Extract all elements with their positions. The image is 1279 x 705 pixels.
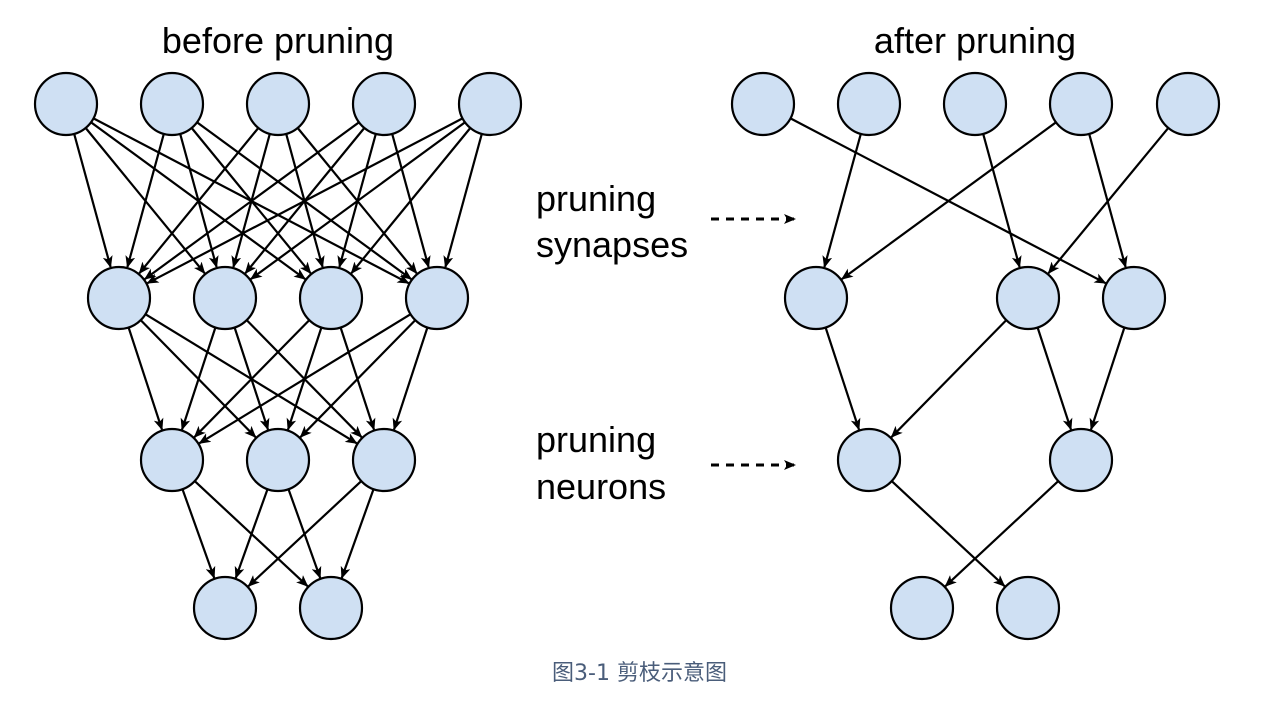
before-synapse-l0-n4-to-n2 [350,127,472,275]
before-synapse-l2-n0-to-n0 [181,488,216,579]
pruning-neurons-label-line2: neurons [536,466,666,507]
before-neuron-l0-n4 [457,71,523,137]
pruning-synapses-label-line2: synapses [536,224,688,265]
before-neuron-l0-n0 [33,71,99,137]
before-neuron-l2-n1 [245,427,311,493]
after-synapse-l1-n1-to-n1 [1036,327,1073,431]
before-neuron-l0-n1 [139,71,205,137]
after-synapse-l0-n3-to-n0 [840,121,1057,280]
after-neuron-l3-n0 [889,575,955,641]
before-synapse-l0-n4-to-n3 [443,133,483,269]
before-neuron-l0-n3 [351,71,417,137]
after-synapse-l0-n4-to-n1 [1047,127,1170,275]
before-neuron-l3-n0 [192,575,258,641]
before-synapse-l0-n1-to-n0 [125,133,165,269]
after-synapse-l1-n0-to-n0 [824,327,861,431]
after-neuron-l3-n1 [995,575,1061,641]
before-synapse-l0-n4-to-n0 [146,117,464,285]
before-synapse-l1-n1-to-n0 [180,327,217,431]
figure-caption: 图3-1 剪枝示意图 [552,661,727,686]
before-neuron-l3-n1 [298,575,364,641]
before-neuron-l2-n0 [139,427,205,493]
before-synapse-l1-n0-to-n0 [127,327,164,431]
before-synapse-l2-n2-to-n0 [247,480,363,588]
before-neuron-l1-n1 [192,265,258,331]
before-synapse-l1-n3-to-n2 [392,327,429,431]
before-synapse-l1-n3-to-n1 [299,319,417,438]
after-neuron-l0-n3 [1048,71,1114,137]
after-synapse-l0-n2-to-n1 [982,133,1022,269]
pruning-neurons-label-line1: pruning [536,419,656,460]
after-synapse-l2-n1-to-n0 [944,480,1060,588]
before-synapse-l0-n2-to-n0 [138,127,260,275]
after-neuron-l1-n0 [783,265,849,331]
before-pruning-title: before pruning [162,20,394,61]
before-synapse-l2-n1-to-n0 [234,488,269,579]
before-neuron-l1-n0 [86,265,152,331]
pruning-synapses-label-line1: pruning [536,178,656,219]
after-neuron-l0-n4 [1155,71,1221,137]
after-network-nodes [730,71,1221,641]
after-neuron-l0-n2 [942,71,1008,137]
before-synapse-l0-n3-to-n0 [143,121,360,280]
before-synapse-l1-n2-to-n0 [193,319,311,438]
before-neuron-l1-n2 [298,265,364,331]
after-network-edges [789,117,1170,588]
after-neuron-l0-n0 [730,71,796,137]
after-synapse-l0-n1-to-n0 [822,133,862,269]
after-neuron-l1-n1 [995,265,1061,331]
after-neuron-l2-n0 [836,427,902,493]
before-synapse-l0-n0-to-n0 [73,133,113,269]
before-neuron-l0-n2 [245,71,311,137]
after-synapse-l2-n0-to-n1 [890,480,1006,588]
before-synapse-l2-n2-to-n1 [340,488,375,579]
after-pruning-title: after pruning [874,20,1076,61]
after-synapse-l1-n1-to-n0 [890,319,1008,438]
before-neuron-l2-n2 [351,427,417,493]
after-neuron-l2-n1 [1048,427,1114,493]
after-synapse-l1-n2-to-n1 [1089,327,1126,431]
before-neuron-l1-n3 [404,265,470,331]
after-neuron-l0-n1 [836,71,902,137]
before-synapse-l0-n4-to-n1 [249,121,466,280]
before-synapse-l1-n3-to-n0 [198,313,412,445]
before-network-edges [73,117,483,588]
after-neuron-l1-n2 [1101,265,1167,331]
before-network-nodes [33,71,523,641]
